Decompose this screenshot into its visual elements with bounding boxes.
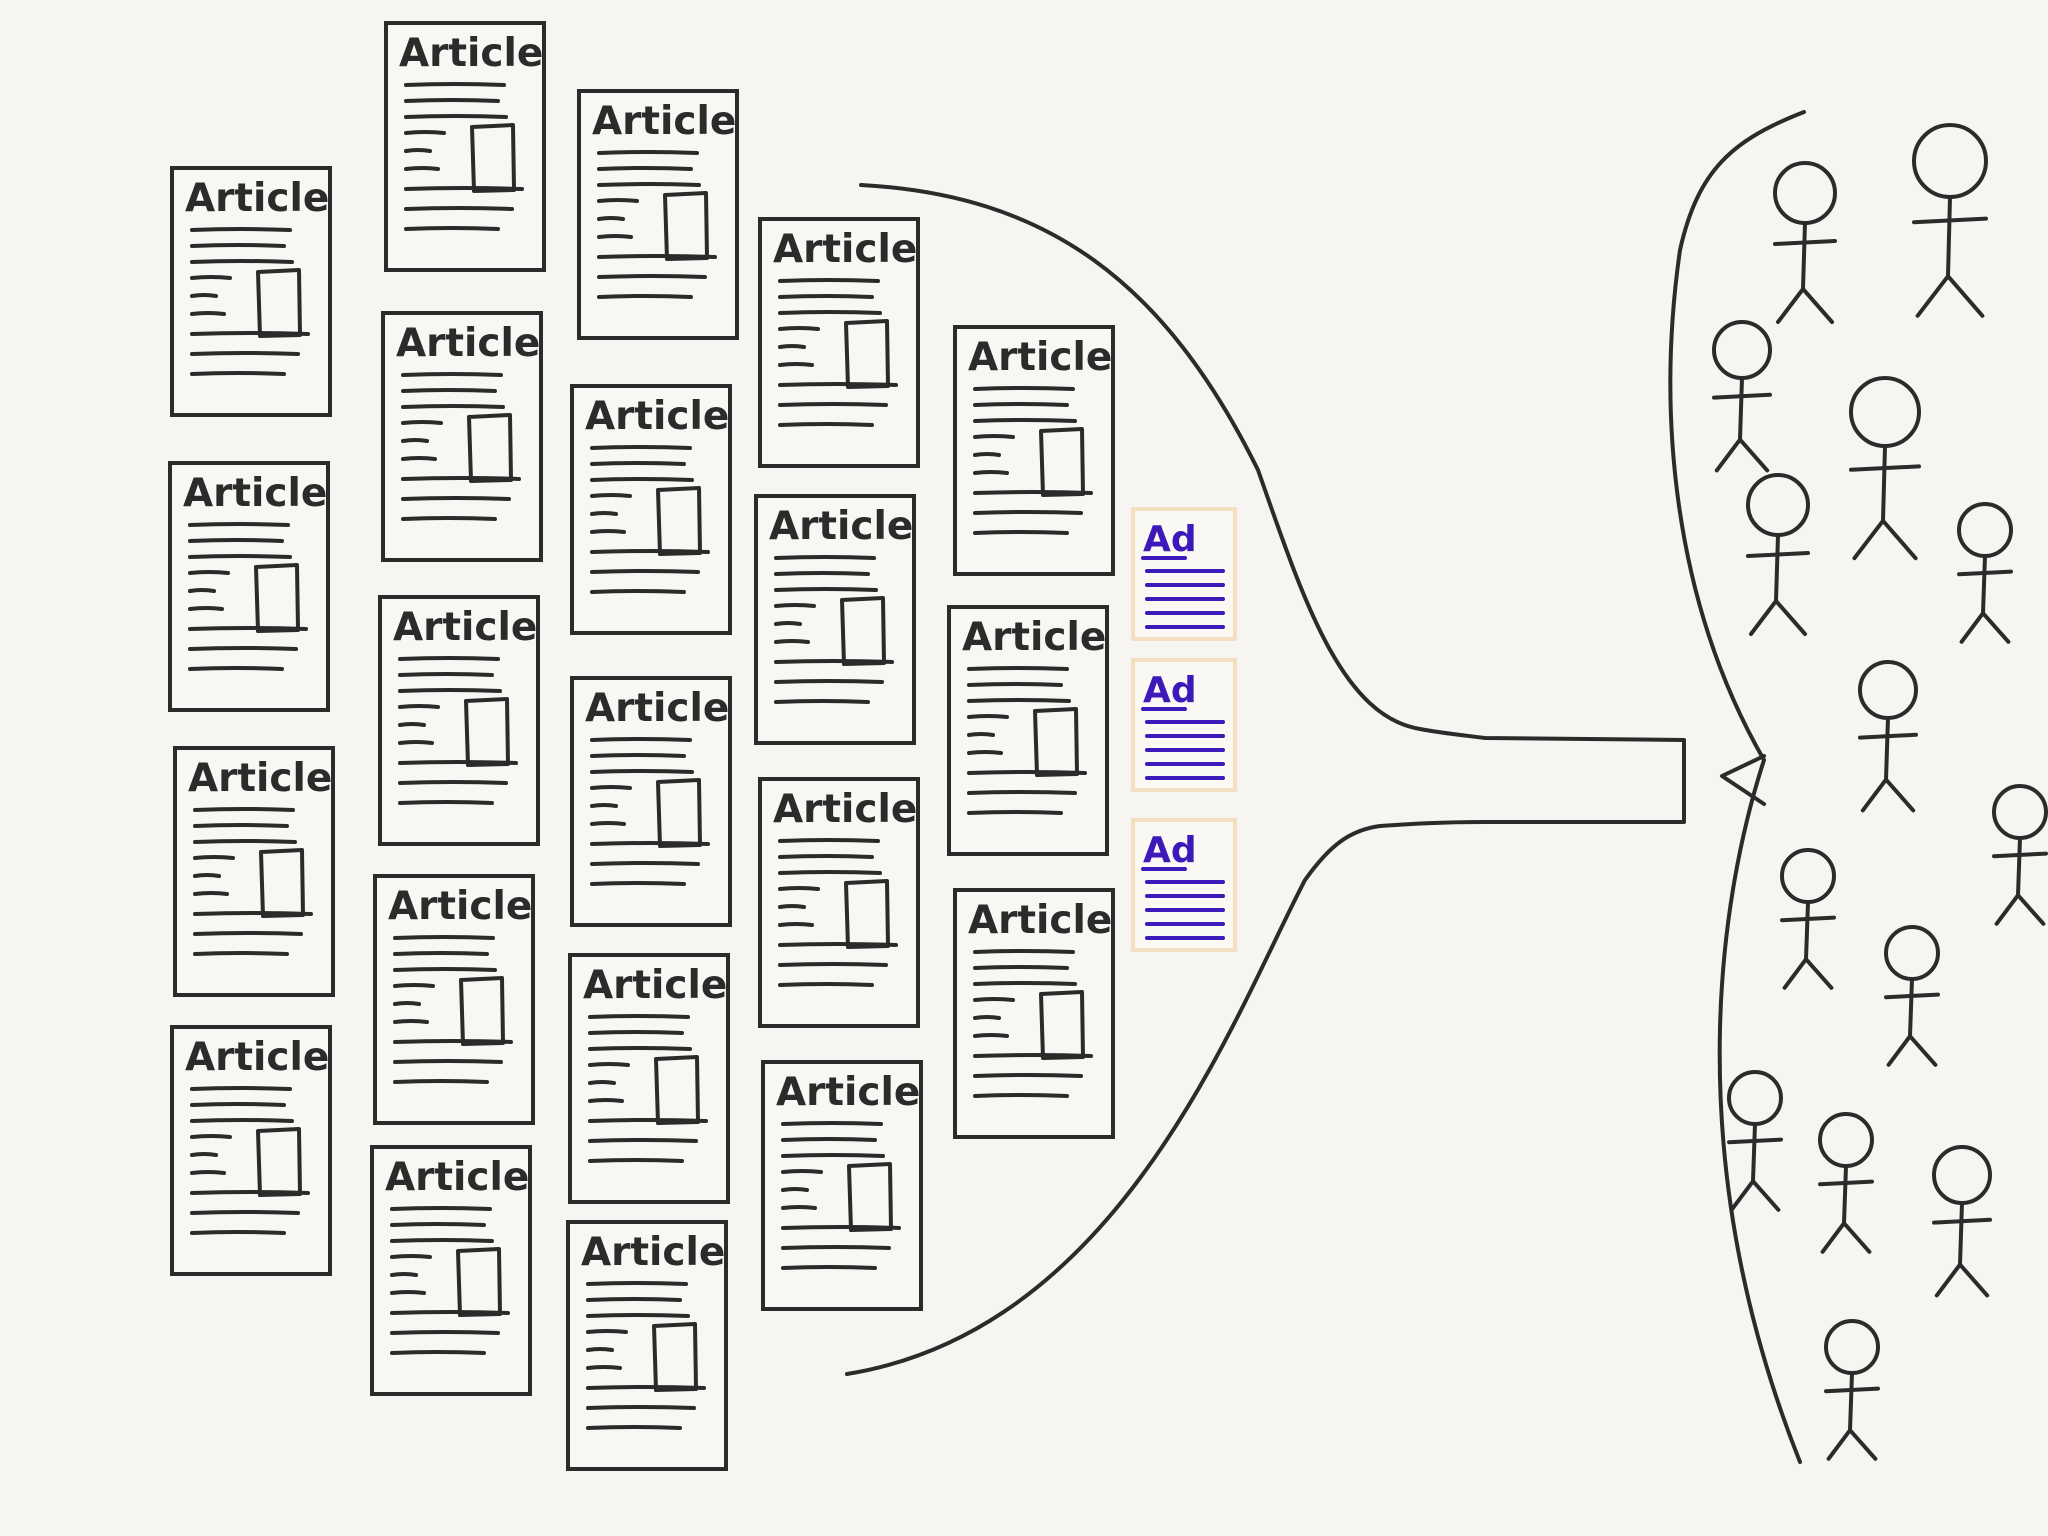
person-icon	[1746, 473, 1810, 636]
article-title: Article	[769, 504, 913, 549]
person-icon	[1773, 161, 1837, 324]
article-card: Article	[168, 461, 330, 712]
person-icon	[1824, 1319, 1880, 1461]
article-card: Article	[758, 777, 920, 1028]
article-card: Article	[378, 595, 540, 846]
article-card: Article	[566, 1220, 728, 1471]
person-icon	[1780, 848, 1836, 990]
article-card: Article	[173, 746, 335, 997]
audience-arrow	[1720, 754, 1766, 806]
funnel-upper-curve	[845, 183, 1686, 1376]
person-icon	[1957, 502, 2013, 644]
article-card: Article	[754, 494, 916, 745]
articles-group: ArticleArticleArticleArticleArticleArtic…	[168, 21, 1115, 1471]
ad-title: Ad	[1143, 830, 1197, 871]
article-card: Article	[170, 166, 332, 417]
article-title: Article	[393, 605, 537, 650]
ad-card: Ad	[1131, 507, 1237, 641]
audience-left-boundary	[1668, 110, 1806, 1464]
ad-title: Ad	[1143, 519, 1197, 560]
article-title: Article	[185, 176, 329, 221]
article-title: Article	[583, 963, 727, 1008]
article-card: Article	[758, 217, 920, 468]
article-card: Article	[570, 384, 732, 635]
article-title: Article	[185, 1035, 329, 1080]
article-title: Article	[776, 1070, 920, 1115]
article-title: Article	[968, 335, 1112, 380]
article-title: Article	[968, 898, 1112, 943]
ad-card: Ad	[1131, 818, 1237, 952]
ad-card: Ad	[1131, 658, 1237, 792]
article-card: Article	[570, 676, 732, 927]
article-card: Article	[384, 21, 546, 272]
article-card: Article	[761, 1060, 923, 1311]
article-title: Article	[585, 394, 729, 439]
article-card: Article	[577, 89, 739, 340]
article-title: Article	[183, 471, 327, 516]
article-title: Article	[188, 756, 332, 801]
article-title: Article	[585, 686, 729, 731]
article-card: Article	[947, 605, 1109, 856]
article-card: Article	[170, 1025, 332, 1276]
article-card: Article	[381, 311, 543, 562]
person-icon	[1884, 925, 1940, 1067]
person-icon	[1992, 784, 2048, 926]
article-title: Article	[399, 31, 543, 76]
article-title: Article	[385, 1155, 529, 1200]
person-icon	[1912, 123, 1988, 318]
person-icon	[1818, 1112, 1874, 1254]
article-card: Article	[953, 325, 1115, 576]
person-icon	[1932, 1145, 1992, 1298]
person-icon	[1858, 660, 1918, 813]
person-icon	[1849, 376, 1921, 561]
person-icon	[1712, 320, 1772, 473]
article-title: Article	[388, 884, 532, 929]
article-card: Article	[370, 1145, 532, 1396]
article-card: Article	[568, 953, 730, 1204]
article-title: Article	[396, 321, 540, 366]
article-title: Article	[773, 787, 917, 832]
article-title: Article	[581, 1230, 725, 1275]
article-title: Article	[962, 615, 1106, 660]
article-card: Article	[953, 888, 1115, 1139]
article-title: Article	[773, 227, 917, 272]
article-title: Article	[592, 99, 736, 144]
article-card: Article	[373, 874, 535, 1125]
audience-group	[1712, 123, 2048, 1461]
ad-title: Ad	[1143, 670, 1197, 711]
person-icon	[1727, 1070, 1783, 1212]
